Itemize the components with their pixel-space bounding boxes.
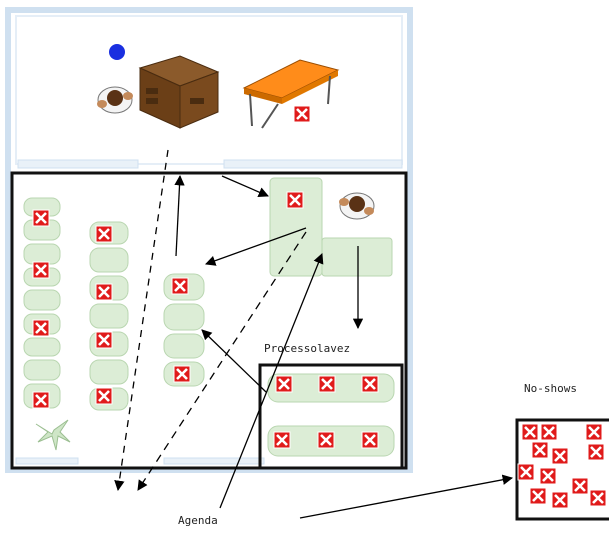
red-x-square-icon [550,446,570,466]
red-x-square-icon [528,486,548,506]
red-x-square-icon [530,440,550,460]
red-x-square-icon [520,422,540,442]
office-area [97,44,340,129]
red-x-square-icon [31,390,51,410]
red-x-square-icon [538,466,558,486]
wooden-desk-icon [138,55,220,129]
red-x-square-icon [170,276,190,296]
office-wall-segments [17,159,403,169]
red-x-square-icon [31,318,51,338]
red-x-square-icon [360,374,380,394]
seat-row [163,273,205,387]
red-x-square-icon [31,260,51,280]
red-x-square-icon [94,224,114,244]
potted-plant-icon [35,419,71,451]
blue-dot-icon [109,44,125,60]
red-x-square-icon [584,422,604,442]
red-x-square-icon [292,104,312,124]
red-x-square-icon [274,374,294,394]
orange-table-icon [242,59,340,129]
no-shows-label: No-shows [524,382,577,395]
red-x-square-icon [94,386,114,406]
seat-row [89,221,129,411]
red-x-square-icon [539,422,559,442]
red-x-square-icon [588,488,608,508]
flow-arrows [114,149,514,519]
red-x-square-icon [586,442,606,462]
red-x-square-icon [172,364,192,384]
red-x-square-icon [316,430,336,450]
red-x-square-icon [550,490,570,510]
red-x-square-icon [94,282,114,302]
main-room [10,171,408,470]
no-shows-area [515,418,609,521]
agenda-label: Agenda [178,514,218,527]
red-x-square-icon [317,374,337,394]
red-x-square-icon [360,430,380,450]
red-x-square-icon [516,462,536,482]
red-x-square-icon [570,476,590,496]
processing-area [258,363,404,470]
person-topdown-icon [97,86,133,114]
reception-area [269,177,393,277]
red-x-square-icon [285,190,305,210]
red-x-square-icon [272,430,292,450]
red-x-square-icon [94,330,114,350]
person-topdown-icon [339,192,375,220]
red-x-square-icon [31,208,51,228]
processing-label: Processolavez [264,342,351,355]
seat-row [23,197,61,410]
